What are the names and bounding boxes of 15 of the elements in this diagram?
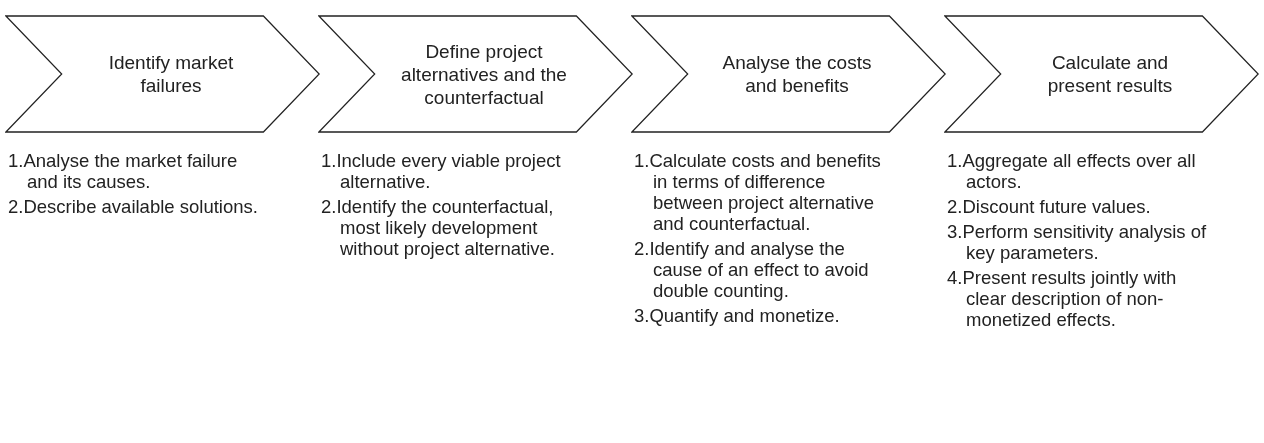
- list-item: 3.Perform sensitivity analysis of key parameters.: [947, 221, 1208, 263]
- step-title: Calculate and present results: [1046, 51, 1174, 97]
- list-item: 1.Calculate costs and benefits in terms of difference between project alternative and counterfactual.: [634, 150, 882, 234]
- list-item: 4.Present results jointly with clear description of non-monetized effects.: [947, 267, 1178, 330]
- list-item: 1.Aggregate all effects over all actors.: [947, 150, 1197, 192]
- step-title: Analyse the costs and benefits: [721, 51, 873, 97]
- list-item: 3.Quantify and monetize.: [634, 305, 841, 326]
- step-title: Identify market failures: [107, 51, 235, 97]
- list-item: 1.Analyse the market failure and its causes.: [8, 150, 239, 192]
- list-item: 1.Include every viable project alternative.: [321, 150, 562, 192]
- list-item: 2.Discount future values.: [947, 196, 1152, 217]
- step-title: Define project alternatives and the counterfactual: [400, 39, 568, 109]
- list-item: 2.Describe available solutions.: [8, 196, 259, 217]
- list-item: 2.Identify the counterfactual, most likely development without project alternative.: [321, 196, 556, 259]
- list-item: 2.Identify and analyse the cause of an effect to avoid double counting.: [634, 238, 870, 301]
